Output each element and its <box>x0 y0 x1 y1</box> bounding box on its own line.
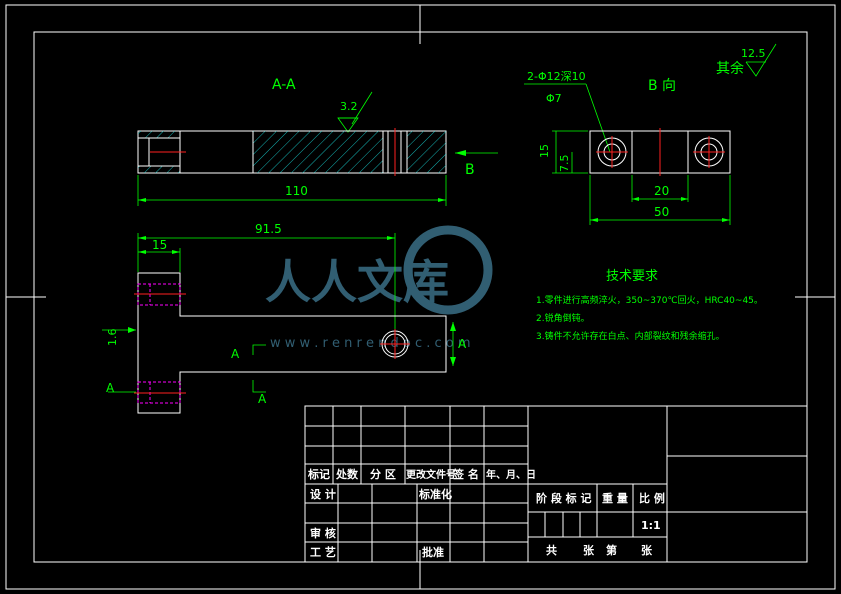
tb-gengai: 更改文件号 <box>406 468 456 481</box>
tech-item-2: 2.锐角倒钝。 <box>536 312 590 324</box>
tb-shenhe: 审 核 <box>310 526 336 540</box>
dimension-15: 15 <box>152 238 167 252</box>
watermark: 人人文库 w w w . r e n r e n d o c . c o m <box>265 225 493 351</box>
tb-sheji: 设 计 <box>310 487 336 501</box>
tb-bili: 比 例 <box>639 491 665 505</box>
roughness-value-top: 3.2 <box>340 100 358 113</box>
roughness-other-label: 其余 <box>716 60 744 77</box>
tb-chushu: 处数 <box>335 467 359 481</box>
tb-biaoji: 标记 <box>307 467 330 481</box>
cut-marker-a-bottom: A <box>258 392 267 406</box>
tb-biaozhunhua: 标准化 <box>418 487 452 501</box>
tb-jieduan: 阶 段 标 记 <box>536 491 592 505</box>
cut-marker-a-mid: A <box>231 347 240 361</box>
tech-title: 技术要求 <box>606 269 658 284</box>
dimension-110: 110 <box>285 184 308 198</box>
cut-marker-a-left: A <box>106 381 115 395</box>
dimension-15-b: 15 <box>538 144 551 158</box>
tb-gong: 共 <box>546 543 557 557</box>
tb-di: 第 <box>606 543 617 557</box>
view-b-marker: B <box>465 162 475 178</box>
hole-note-line2: Φ7 <box>546 92 562 105</box>
tb-nianyueri: 年、月、日 <box>486 468 536 481</box>
watermark-url: w w w . r e n r e n d o c . c o m <box>270 336 471 351</box>
roughness-other-symbol-icon <box>745 43 777 77</box>
tb-scale: 1:1 <box>641 519 661 532</box>
dimension-20: 20 <box>654 184 669 198</box>
title-block <box>304 405 808 563</box>
watermark-brand: 人人文库 <box>265 255 449 309</box>
tb-qianming: 签 名 <box>452 467 479 481</box>
view-b-label: B 向 <box>648 78 676 94</box>
hole-note-line1: 2-Φ12深10 <box>527 70 586 83</box>
tech-item-1: 1.零件进行高频淬火，350~370℃回火，HRC40~45。 <box>536 294 763 306</box>
hole-note-leader <box>585 83 611 153</box>
tb-gongyi: 工 艺 <box>310 545 336 559</box>
tech-item-3: 3.铸件不允许存在白点、内部裂纹和残余缩孔。 <box>536 330 725 342</box>
tb-fenqu: 分 区 <box>370 467 396 481</box>
dimension-50: 50 <box>654 205 669 219</box>
dimension-7-5: 7.5 <box>558 155 571 173</box>
roughness-other-value: 12.5 <box>741 47 766 60</box>
tb-pizhun: 批准 <box>422 545 444 559</box>
dimension-1-6: 1.6 <box>106 329 119 347</box>
cut-marker-a-right: A <box>458 337 467 351</box>
watermark-ring-icon <box>403 225 493 315</box>
dimension-91-5: 91.5 <box>255 222 282 236</box>
section-label-aa: A-A <box>272 77 296 93</box>
tb-zhang1: 张 <box>583 543 595 557</box>
tb-zhang2: 张 <box>641 543 653 557</box>
tb-zhongliang: 重 量 <box>602 491 628 505</box>
